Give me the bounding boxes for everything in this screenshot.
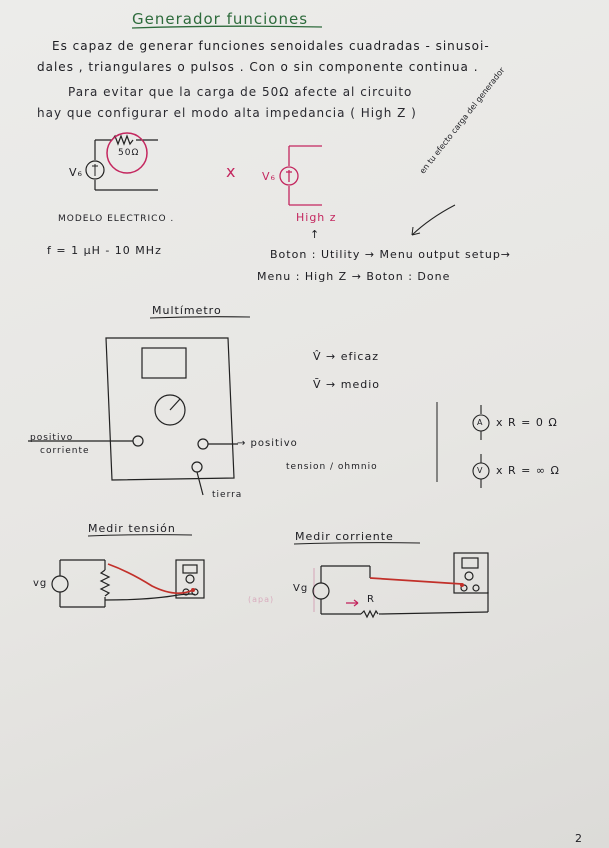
highz-source-label: V₆ — [262, 170, 276, 183]
arrow-up-mark: ↑ — [310, 228, 320, 241]
ammeter-symbol: A — [477, 418, 483, 427]
v-rms-note: V̂ → eficaz — [313, 350, 379, 363]
intro-line-1: Es capaz de generar funciones senoidales… — [52, 39, 490, 53]
generator-source-label: V₆ — [69, 166, 83, 179]
voltmeter-symbol: V — [477, 466, 483, 475]
measure-voltage-heading: Medir tensión — [88, 522, 176, 535]
ammeter-note: x R = 0 Ω — [496, 416, 558, 429]
positive-current-label-2: corriente — [40, 446, 90, 456]
page-number: 2 — [575, 832, 583, 845]
measure-voltage-source-label: vg — [33, 578, 47, 589]
multimeter-drawing — [28, 338, 238, 495]
voltmeter-note: x R = ∞ Ω — [496, 464, 560, 477]
positive-voltage-label-2: tension / ohmnio — [286, 462, 378, 472]
generator-resistor-label: 50Ω — [118, 148, 139, 158]
measure-current-resistor-label: R — [367, 594, 375, 605]
source-symbol-generator — [92, 164, 98, 176]
button-instruction: Boton : Utility → Menu output setup→ — [270, 248, 511, 261]
highz-label: High z — [296, 211, 337, 224]
multimeter-heading: Multímetro — [152, 304, 222, 317]
menu-instruction: Menu : High Z → Boton : Done — [257, 270, 450, 283]
voltage-probe-red-wire — [108, 564, 193, 593]
current-probe-red-wire — [370, 578, 462, 584]
side-note-arrow — [412, 205, 455, 235]
measure-current-heading: Medir corriente — [295, 530, 394, 543]
intro-line-3: Para evitar que la carga de 50Ω afecte a… — [68, 85, 412, 99]
highz-circuit — [280, 146, 322, 205]
cross-mark: x — [226, 162, 235, 181]
v-avg-note: V̄ → medio — [313, 378, 380, 391]
positive-voltage-label-1: → positivo — [237, 438, 298, 449]
intro-line-4: hay que configurar el modo alta impedanc… — [37, 106, 417, 120]
measure-voltage-circuit — [52, 560, 204, 607]
ground-label: tierra — [212, 490, 242, 500]
generator-model-circuit — [86, 136, 158, 190]
page-title: Generador funciones — [132, 10, 308, 28]
intro-line-2: dales , triangulares o pulsos . Con o si… — [37, 60, 479, 74]
measure-current-source-label: Vg — [293, 583, 308, 594]
frequency-range: f = 1 μH - 10 MHz — [47, 244, 162, 257]
faint-note: (apa) — [248, 595, 274, 604]
model-caption: MODELO ELECTRICO . — [58, 214, 174, 224]
positive-current-label-1: positivo — [30, 433, 73, 443]
